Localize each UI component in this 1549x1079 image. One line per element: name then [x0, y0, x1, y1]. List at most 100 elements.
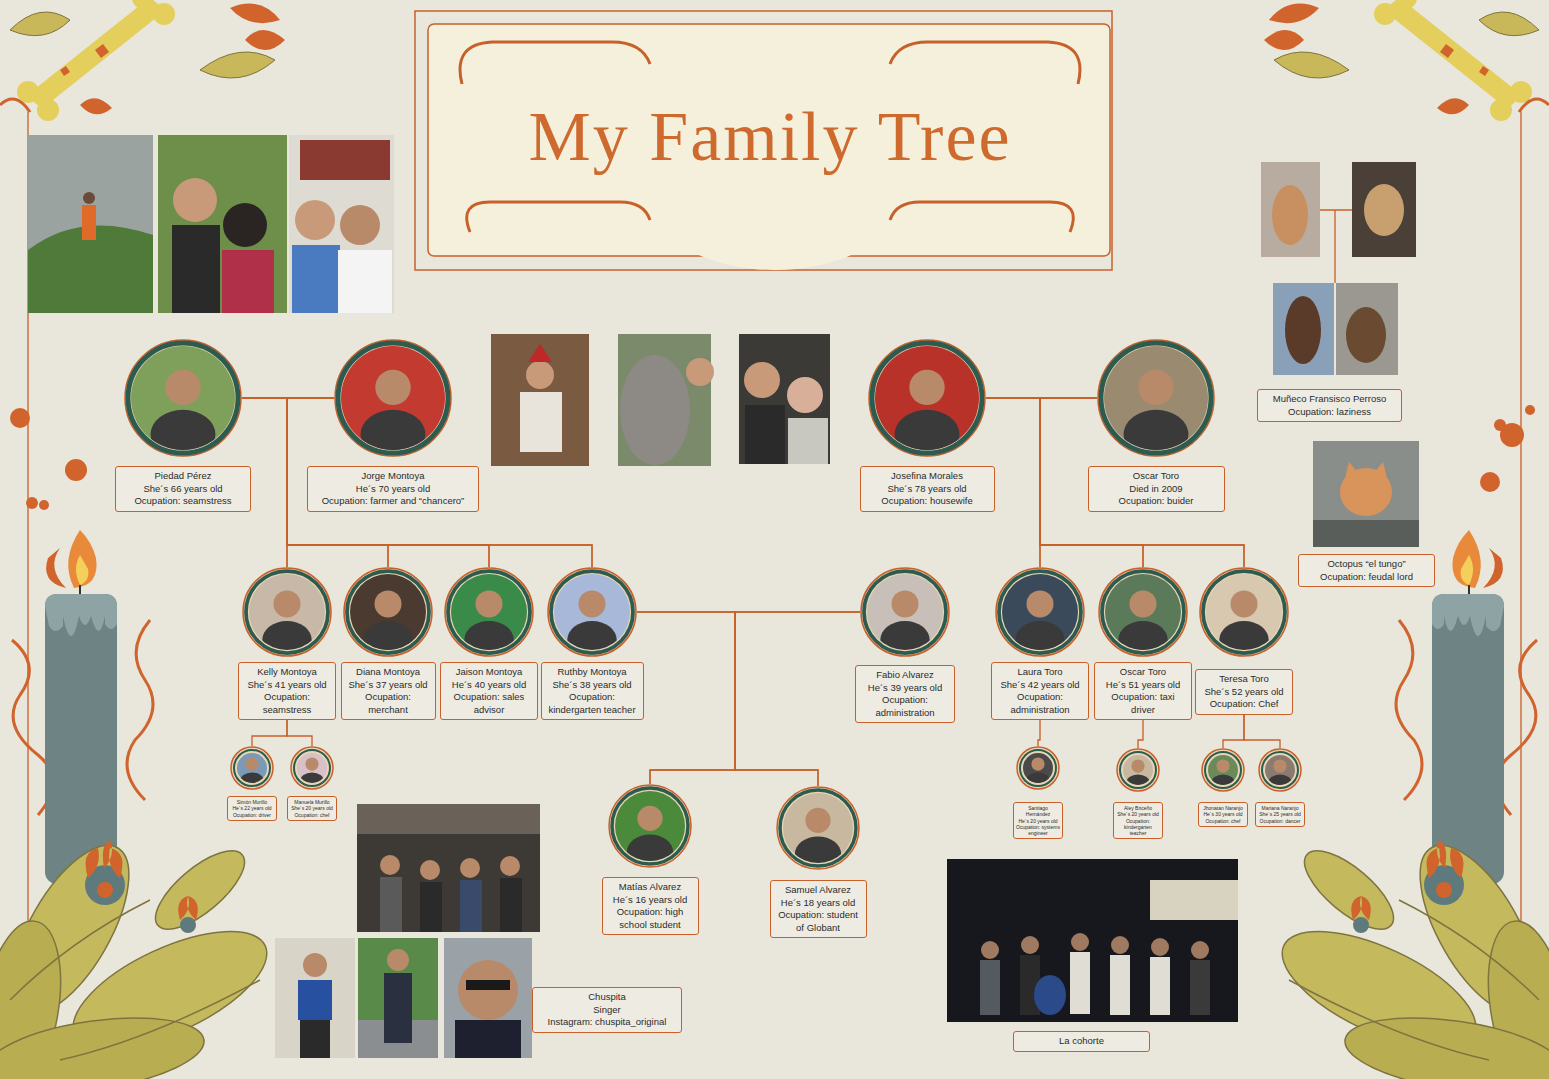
person-name: Manuela Murillo: [290, 799, 334, 805]
person-detail: Ocupation: sales advisor: [445, 691, 533, 716]
person-detail: He´s 30 years old: [1201, 811, 1245, 817]
person-detail: Ocupation: student of Globant: [775, 909, 862, 934]
person-name: Josefina Morales: [865, 470, 990, 483]
photo: [1190, 960, 1210, 1015]
name-card: La cohorte: [1013, 1031, 1150, 1052]
portrait-frame: [547, 567, 637, 657]
portrait-frame: [1097, 339, 1215, 457]
person-detail: Ocupation: administration: [860, 694, 950, 719]
candle-ornament: [76, 555, 88, 585]
photo: [1313, 441, 1419, 547]
photo: [1285, 296, 1321, 364]
photo: [787, 377, 823, 413]
photo: [1273, 283, 1334, 375]
dot: [1494, 419, 1506, 431]
portrait-frame: [608, 784, 692, 868]
family-line: [287, 398, 489, 567]
person-detail: Ocupation: driver: [230, 812, 274, 818]
portrait-frame: [1258, 748, 1302, 792]
portrait-frame: [579, 590, 606, 617]
name-card: Mariana NaranjoShe´s 25 years oldOcupati…: [1255, 802, 1305, 827]
photo: [1150, 957, 1170, 1015]
photo: [1070, 952, 1090, 1014]
portrait-frame: [1258, 748, 1302, 792]
person-name: Piedad Pérez: [120, 470, 246, 483]
portrait-frame: [1098, 567, 1188, 657]
person-detail: She´s 25 years old: [1258, 811, 1302, 817]
corner-ornament: [0, 99, 30, 112]
photo: [298, 980, 332, 1020]
photo: [1272, 185, 1308, 245]
photo: [1150, 880, 1238, 920]
portrait-frame: [476, 590, 503, 617]
family-line: [1138, 720, 1143, 748]
person-detail: He´s 70 years old: [312, 483, 474, 496]
candle-ornament: [45, 594, 117, 884]
portrait-frame: [995, 567, 1085, 657]
portrait-frame: [1098, 567, 1188, 657]
dot: [1480, 472, 1500, 492]
portrait-frame: [290, 746, 334, 790]
portrait-frame: [375, 590, 402, 617]
portrait-frame: [1258, 748, 1302, 792]
photo: [1071, 933, 1089, 951]
person-name: La cohorte: [1018, 1035, 1145, 1048]
person-node: Simón MurilloHe´s 22 years oldOcupation:…: [227, 746, 277, 821]
portrait-frame: [892, 590, 919, 617]
person-detail: She´s 20 years old: [1116, 811, 1160, 817]
photo: [338, 250, 392, 313]
portrait-frame: [1273, 759, 1286, 772]
portrait-frame: [230, 746, 274, 790]
photo: [292, 245, 340, 313]
name-card: Oscar ToroDied in 2009Ocupation: buider: [1088, 466, 1225, 512]
label-box: Octopus “el tungo”Ocupation: feudal lord: [1298, 554, 1435, 587]
portrait-frame: [1098, 567, 1188, 657]
portrait-frame: [880, 621, 930, 657]
photo: [289, 135, 394, 313]
person-node: Teresa ToroShe´s 52 years oldOcupation: …: [1195, 567, 1293, 715]
candle-ornament: [97, 882, 113, 898]
photo: [83, 192, 95, 204]
family-line: [1244, 715, 1280, 748]
portrait-frame: [290, 746, 334, 790]
person-name: Oscar Toro: [1099, 666, 1187, 679]
photo: [520, 392, 562, 452]
person-name: Matías Alvarez: [607, 881, 694, 894]
candle-ornament: [0, 530, 283, 1079]
photo: [340, 205, 380, 245]
portrait-frame: [860, 567, 950, 657]
photo: [1345, 462, 1387, 478]
person-node: Santiago HernándezHe´s 20 years oldOcupa…: [1013, 746, 1063, 839]
photo: [1364, 184, 1404, 236]
photo: [380, 855, 400, 875]
person-detail: Ocupation: kindergarten teacher: [546, 691, 639, 716]
label-box: La cohorte: [1013, 1031, 1150, 1052]
portrait-frame: [124, 339, 242, 457]
portrait-frame: [1026, 772, 1050, 790]
portrait-frame: [375, 370, 410, 405]
person-node: Jaison MontoyaHe´s 40 years oldOcupation…: [440, 567, 538, 720]
portrait-frame: [165, 370, 200, 405]
portrait-frame: [290, 746, 334, 790]
person-node: Manuela MurilloShe´s 20 years oldOcupati…: [287, 746, 337, 821]
portrait-frame: [242, 567, 332, 657]
family-line: [287, 720, 312, 746]
photo: [500, 856, 520, 876]
portrait-frame: [361, 410, 426, 457]
portrait-frame: [240, 772, 264, 790]
person-detail: She´s 42 years old: [996, 679, 1084, 692]
portrait-frame: [795, 836, 841, 870]
portrait-frame: [262, 621, 312, 657]
photo: [357, 804, 540, 834]
person-node: Jhonatan NaranjoHe´s 30 years oldOcupati…: [1198, 748, 1248, 827]
dot: [10, 408, 30, 428]
portrait-frame: [274, 590, 301, 617]
name-card: Samuel AlvarezHe´s 18 years oldOcupation…: [770, 880, 867, 938]
photo: [420, 882, 442, 932]
portrait-frame: [776, 786, 860, 870]
photo: [1151, 938, 1169, 956]
photo: [500, 878, 522, 932]
photo: [455, 1020, 521, 1058]
person-detail: He´s 18 years old: [775, 897, 862, 910]
person-detail: He´s 40 years old: [445, 679, 533, 692]
